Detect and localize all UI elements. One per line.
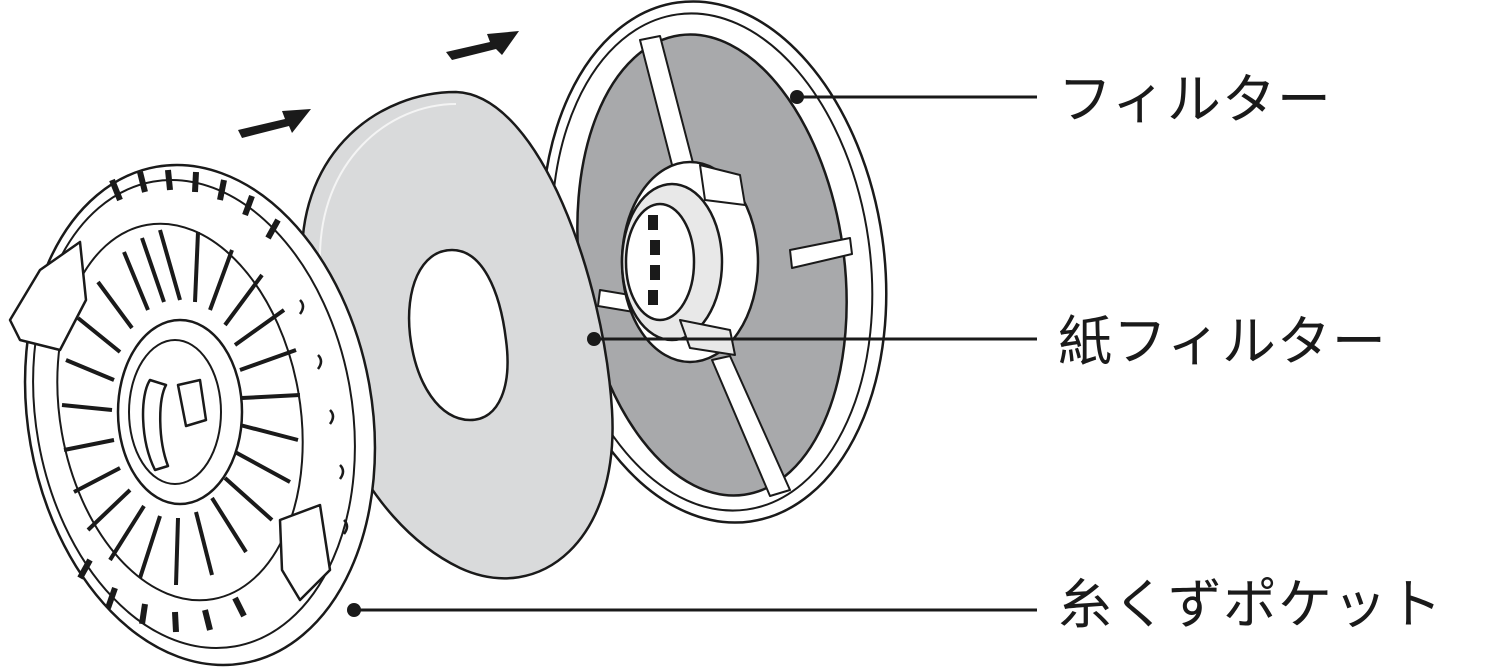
label-filter: フィルター: [1058, 70, 1332, 130]
label-lint-pocket: 糸くずポケット: [1058, 575, 1443, 635]
label-paper-filter: 紙フィルター: [1058, 312, 1387, 372]
arrow-icon: [238, 109, 311, 138]
arrow-icon: [446, 31, 519, 60]
leader-line-lint-pocket: [347, 603, 1037, 617]
